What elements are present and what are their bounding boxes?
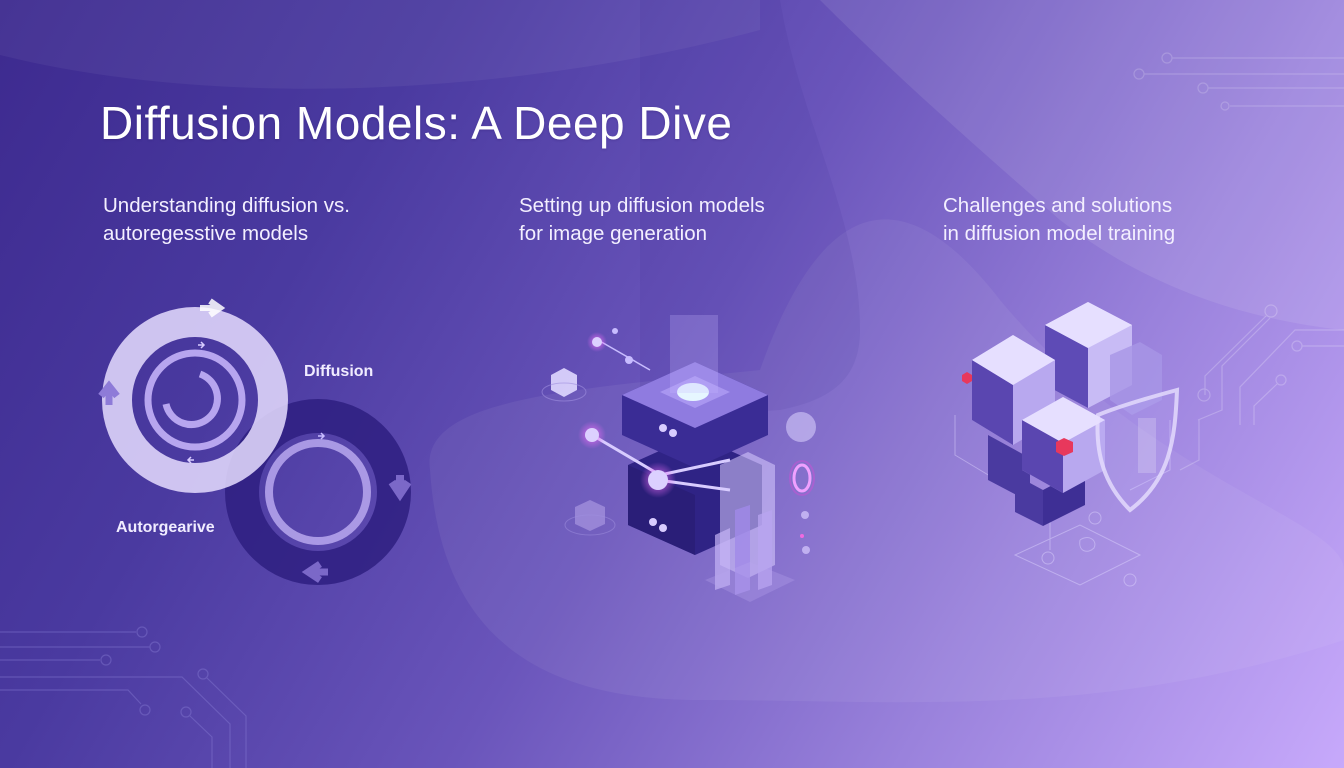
- topic-3-line-1: Challenges and solutions: [943, 194, 1173, 217]
- two-cycles-icon: [98, 298, 412, 585]
- slide-title: Diffusion Models: A Deep Dive: [100, 97, 733, 149]
- cubes-with-shield-icon: [954, 302, 1180, 587]
- topic-2-heading: Setting up diffusion models for image ge…: [519, 192, 765, 248]
- topic-1-line-1: Understanding diffusion vs.: [103, 194, 350, 217]
- topic-2-line-1: Setting up diffusion models: [519, 194, 765, 217]
- topic-1-heading: Understanding diffusion vs. autoregessti…: [103, 192, 350, 248]
- topic-2-line-2: for image generation: [519, 222, 708, 245]
- topic-3-line-2: in diffusion model training: [943, 222, 1176, 245]
- isometric-server-stack-icon: [541, 315, 816, 602]
- diffusion-label: Diffusion: [304, 363, 374, 380]
- topic-3-heading: Challenges and solutions in diffusion mo…: [943, 192, 1175, 248]
- topic-1-line-2: autoregesstive models: [103, 222, 309, 245]
- autoregressive-label: Autorgearive: [116, 519, 215, 536]
